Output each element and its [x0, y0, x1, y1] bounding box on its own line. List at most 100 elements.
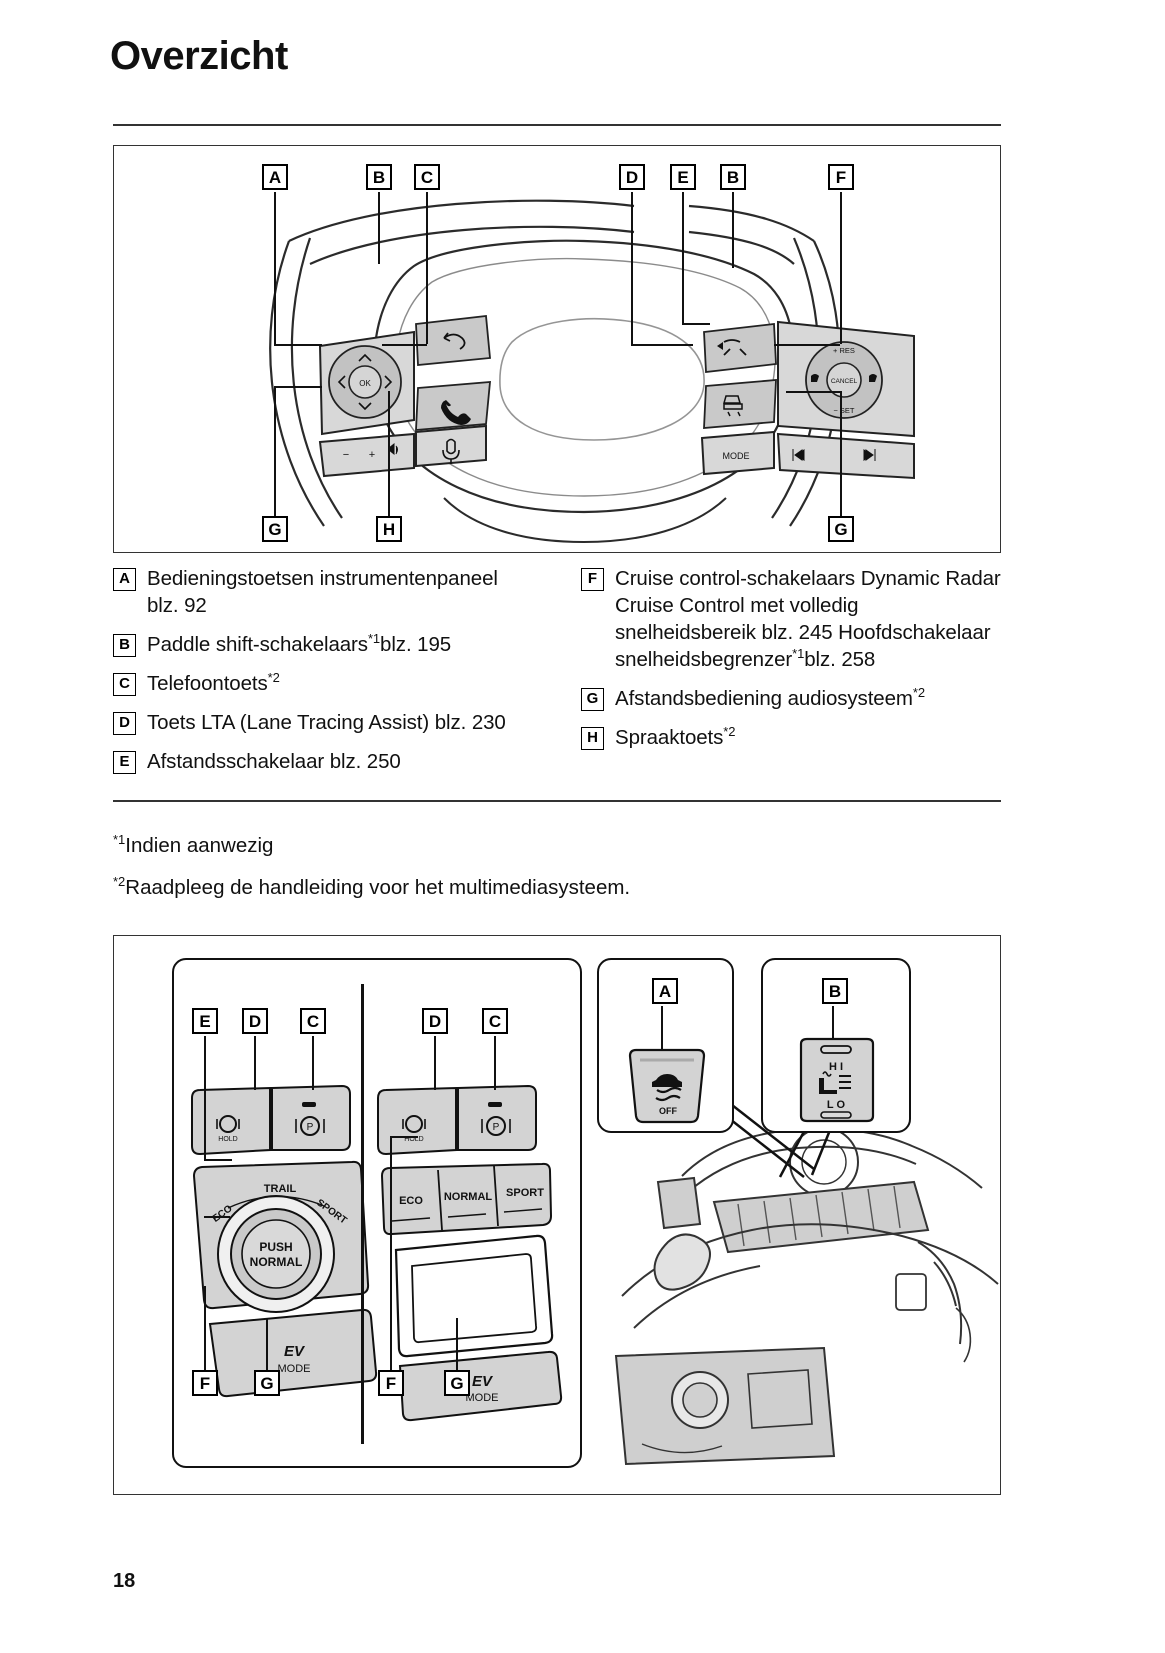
legend-label-d: Toets LTA (Lane Tracing Assist) blz. 230: [147, 711, 506, 734]
leader-e-console: [204, 1036, 206, 1160]
leader-g-left2: [274, 386, 322, 388]
legend-label-f-l3: Hoofdschakelaar snelheidsbegrenzer: [615, 621, 991, 671]
svg-text:− SET: − SET: [833, 406, 854, 415]
legend-item-c: C Telefoontoets*2: [113, 670, 533, 697]
footnote-2-marker: *2: [113, 874, 126, 890]
callout-chip-d-console-left: D: [242, 1008, 268, 1034]
svg-text:PUSH: PUSH: [259, 1240, 292, 1254]
callout-chip-g-console-right: G: [444, 1370, 470, 1396]
leader-g-right2: [786, 391, 841, 393]
leader-d: [631, 192, 633, 344]
leader-f-console-right: [390, 1136, 392, 1370]
console-controls-figure: E D C F G D C F G A B: [113, 935, 1001, 1495]
seat-heater-button: H I L O: [799, 1037, 875, 1123]
callout-chip-c-top: C: [414, 164, 440, 190]
leader-c2: [382, 344, 427, 346]
page-number: 18: [113, 1570, 136, 1592]
leader-f2: [774, 344, 840, 346]
footnote-1-text: Indien aanwezig: [125, 834, 274, 857]
leader-g-console-left: [266, 1318, 268, 1370]
legend-item-e: E Afstandsschakelaar blz. 250: [113, 748, 533, 775]
legend-sup-h: *2: [723, 724, 736, 740]
legend-chip-c: C: [113, 673, 136, 696]
legend-label-g: Afstandsbediening audiosysteem*2: [615, 685, 925, 712]
svg-text:MODE: MODE: [278, 1363, 311, 1375]
footnote-1: *1Indien aanwezig: [113, 832, 1001, 859]
leader-c: [426, 192, 428, 344]
svg-text:P: P: [307, 1122, 314, 1133]
legend-label-b: Paddle shift-schakelaars*1blz. 195: [147, 631, 451, 658]
callout-chip-c-console-right: C: [482, 1008, 508, 1034]
svg-text:NORMAL: NORMAL: [444, 1191, 493, 1203]
svg-text:ECO: ECO: [399, 1195, 423, 1207]
callout-chip-b-top: B: [366, 164, 392, 190]
legend-item-d: D Toets LTA (Lane Tracing Assist) blz. 2…: [113, 709, 533, 736]
svg-text:TRAIL: TRAIL: [264, 1183, 297, 1195]
legend-item-f: F Cruise control-schakelaars Dynamic Rad…: [581, 565, 1001, 673]
seat-heater-icon: [819, 1071, 851, 1094]
legend-label-b-text: Paddle shift-schakelaars: [147, 633, 368, 656]
leader-g-console-right: [456, 1318, 458, 1370]
leader-f-console-right2: [390, 1136, 418, 1138]
legend-column-right: F Cruise control-schakelaars Dynamic Rad…: [581, 565, 1001, 763]
leader-e: [682, 192, 684, 324]
legend-label-f-l2: Dynamic Radar Cruise Control met volledi…: [615, 567, 1001, 644]
leader-b2: [732, 192, 734, 268]
legend-item-b: B Paddle shift-schakelaars*1blz. 195: [113, 631, 533, 658]
legend-item-h: H Spraaktoets*2: [581, 724, 1001, 751]
svg-text:HOLD: HOLD: [218, 1136, 237, 1143]
leader-b: [378, 192, 380, 264]
page-title: Overzicht: [110, 34, 288, 78]
callout-chip-a-console: A: [652, 978, 678, 1004]
leader-d-console-right: [434, 1036, 436, 1090]
svg-text:EV: EV: [284, 1343, 306, 1360]
callout-chip-g-console-left: G: [254, 1370, 280, 1396]
callout-chip-a-top: A: [262, 164, 288, 190]
vsc-off-icon: [652, 1074, 682, 1102]
legend-chip-a: A: [113, 568, 136, 591]
variant-separator: [361, 984, 364, 1444]
leader-c-console-right: [494, 1036, 496, 1090]
leader-b-console: [832, 1006, 834, 1042]
leader-g-right: [840, 391, 842, 516]
leader-e-console2: [204, 1159, 232, 1161]
legend-label-f: Cruise control-schakelaars Dynamic Radar…: [615, 565, 1001, 673]
svg-text:NORMAL: NORMAL: [250, 1255, 303, 1269]
callout-chip-d-console-right: D: [422, 1008, 448, 1034]
legend-divider: [113, 800, 1001, 802]
console-left-variant: HOLD P TRAIL PUSH NORMAL ECO SPORT: [191, 1084, 378, 1398]
callout-chip-f-console-right: F: [378, 1370, 404, 1396]
legend-sup-b: *1: [367, 631, 381, 647]
callout-chip-e-console: E: [192, 1008, 218, 1034]
callout-chip-g-left: G: [262, 516, 288, 542]
legend-chip-h: H: [581, 727, 604, 750]
svg-text:OK: OK: [359, 379, 371, 388]
footnote-1-marker: *1: [113, 832, 126, 848]
vsc-off-button: OFF: [628, 1048, 706, 1124]
callout-chip-g-right: G: [828, 516, 854, 542]
leader-d-console-left: [254, 1036, 256, 1090]
legend-label-f-l1: Cruise control-schakelaars: [615, 567, 856, 590]
callout-chip-h: H: [376, 516, 402, 542]
svg-text:P: P: [493, 1122, 500, 1133]
leader-a-console: [661, 1006, 663, 1050]
legend-chip-f: F: [581, 568, 604, 591]
svg-text:L O: L O: [827, 1099, 846, 1111]
callout-chip-b-console: B: [822, 978, 848, 1004]
footnotes: *1Indien aanwezig *2Raadpleeg de handlei…: [113, 832, 1001, 916]
leader-d2: [631, 344, 693, 346]
legend-item-g: G Afstandsbediening audiosysteem*2: [581, 685, 1001, 712]
legend-label-c-text: Telefoontoets: [147, 672, 268, 695]
svg-text:EV: EV: [472, 1373, 494, 1390]
svg-text:+ RES: + RES: [833, 346, 855, 355]
callout-chip-e-top: E: [670, 164, 696, 190]
legend-chip-g: G: [581, 688, 604, 711]
legend-label-h: Spraaktoets*2: [615, 724, 735, 751]
legend-tail-f: blz. 258: [804, 648, 876, 671]
callout-chip-f-console-left: F: [192, 1370, 218, 1396]
leader-a2: [274, 344, 322, 346]
leader-c-console-left: [312, 1036, 314, 1090]
footnote-2-text: Raadpleeg de handleiding voor het multim…: [125, 876, 631, 899]
leader-f-console-left: [204, 1286, 206, 1370]
